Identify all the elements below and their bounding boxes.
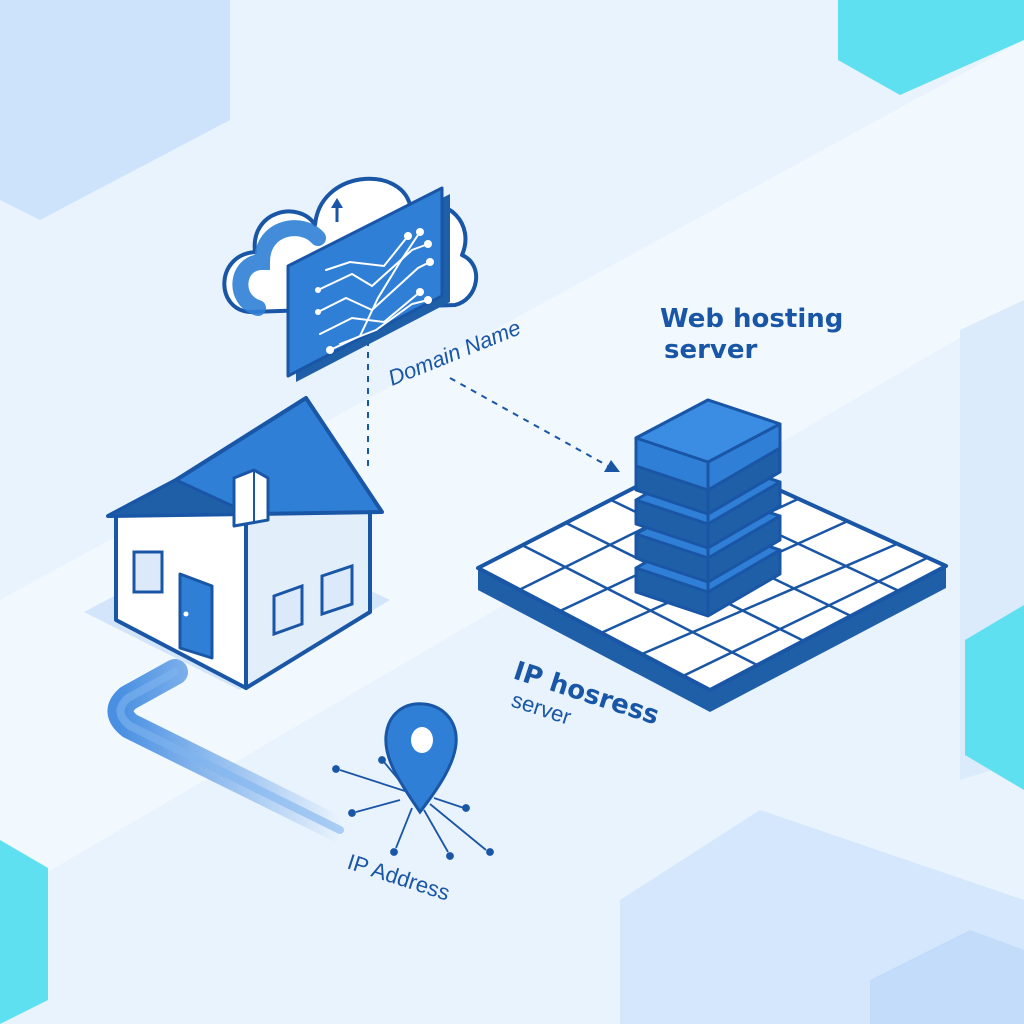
web-hosting-label-line1: Web hosting <box>660 304 843 334</box>
house-window-right <box>320 563 354 617</box>
house-icon <box>84 396 390 690</box>
bg-shape-right-lower <box>870 930 1024 1024</box>
dashed-arrow-head <box>604 460 620 472</box>
upload-arrow-icon <box>331 198 343 222</box>
house-roof-front <box>106 478 252 518</box>
bg-shape-top-left <box>0 0 230 220</box>
chimney <box>232 468 270 528</box>
location-pin-icon <box>332 702 494 860</box>
house-window-left <box>132 550 164 594</box>
cyan-hex-right <box>965 605 1024 790</box>
cyan-hex-top-right <box>838 0 1024 95</box>
house-window-mid <box>272 583 304 637</box>
cyan-hex-bottom-left <box>0 840 48 1024</box>
server-stack-icon <box>634 398 782 618</box>
circuit-board-icon <box>286 186 450 382</box>
bg-diagonal-band <box>0 40 1024 900</box>
web-hosting-label-line2: server <box>664 335 758 365</box>
house-door <box>178 572 214 660</box>
